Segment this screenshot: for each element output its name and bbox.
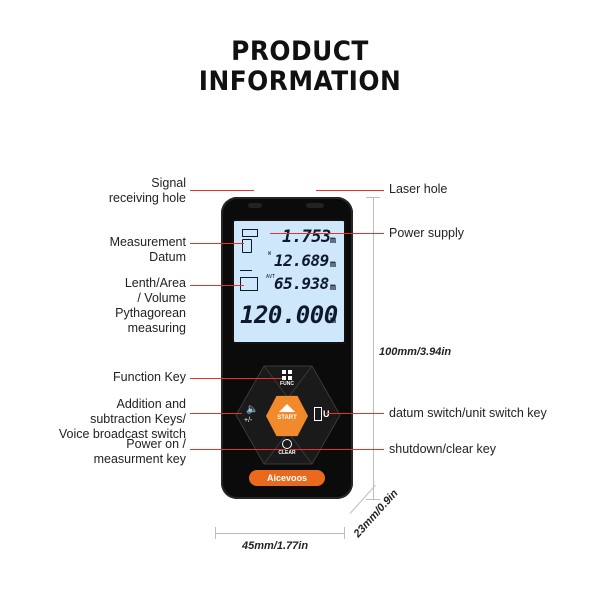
display-row-1-value: 1.753 bbox=[282, 227, 331, 247]
start-key-label: START bbox=[277, 415, 297, 421]
height-guide-line bbox=[373, 197, 374, 499]
display-row-1-unit: m bbox=[330, 235, 337, 246]
unit-switch-icon: U bbox=[323, 409, 330, 419]
title-line-1: PRODUCT bbox=[231, 36, 369, 67]
power-icon bbox=[282, 439, 292, 449]
height-guide-tick-bottom bbox=[366, 499, 380, 500]
label-power-on: Power on /measurment key bbox=[93, 437, 186, 466]
leader-line-power-supply bbox=[270, 233, 384, 234]
plus-minus-label: +/- bbox=[244, 417, 253, 424]
addition-subtraction-key[interactable]: 🔈 +/- bbox=[240, 404, 262, 428]
leader-line-shutdown bbox=[290, 449, 384, 450]
leader-line-signal bbox=[190, 190, 254, 191]
func-key-label: FUNC bbox=[280, 381, 294, 387]
height-guide-tick-top bbox=[366, 197, 380, 198]
title-line-2: INFORMATION bbox=[198, 66, 402, 97]
width-guide-tick-right bbox=[344, 527, 345, 539]
datum-unit-switch-key[interactable]: U bbox=[312, 404, 332, 426]
display-row-4-value: 120.000 bbox=[240, 301, 338, 329]
leader-line-power-on bbox=[190, 449, 286, 450]
grid-icon bbox=[282, 370, 292, 380]
leader-line-area bbox=[190, 285, 244, 286]
lcd-display: 1.753 m W 12.689 m AVT 65.938 m 120.000 … bbox=[232, 219, 346, 344]
leader-line-datum-switch bbox=[326, 413, 384, 414]
leader-line-addition bbox=[190, 413, 242, 414]
display-row-4-unit: m bbox=[330, 315, 337, 326]
speaker-icon: 🔈 bbox=[246, 404, 259, 415]
label-laser-hole: Laser hole bbox=[389, 182, 448, 196]
label-datum-switch: datum switch/unit switch key bbox=[389, 406, 547, 420]
width-guide-tick-left bbox=[215, 527, 216, 539]
triangle-up-icon bbox=[279, 404, 295, 412]
volume-box-icon bbox=[240, 277, 258, 291]
display-row-2-value: 12.689 bbox=[274, 251, 329, 270]
brand-badge: Aicevoos bbox=[249, 470, 325, 486]
func-key[interactable]: FUNC bbox=[274, 368, 300, 390]
laser-hole bbox=[306, 203, 324, 208]
display-row-3-unit: m bbox=[330, 282, 337, 293]
dimension-width: 45mm/1.77in bbox=[242, 540, 309, 552]
leader-line-laser bbox=[316, 190, 384, 191]
battery-icon bbox=[242, 229, 258, 237]
display-row-2-unit: m bbox=[330, 259, 337, 270]
signal-receiving-hole bbox=[248, 203, 262, 208]
display-sub-a: W bbox=[268, 251, 272, 257]
leader-line-datum bbox=[190, 243, 244, 244]
label-function-key: Function Key bbox=[113, 370, 186, 384]
label-shutdown: shutdown/clear key bbox=[389, 442, 497, 456]
power-clear-key[interactable]: CLEAR bbox=[274, 438, 300, 460]
datum-switch-icon bbox=[314, 407, 322, 421]
display-sub-b: AVT bbox=[266, 274, 276, 280]
width-guide-line bbox=[215, 533, 345, 534]
dimension-depth: 23mm/0.9in bbox=[351, 487, 401, 541]
datum-indicator-icon bbox=[242, 239, 252, 253]
label-power-supply: Power supply bbox=[389, 226, 465, 240]
display-row-3-value: 65.938 bbox=[274, 274, 329, 293]
dimension-height: 100mm/3.94in bbox=[379, 346, 452, 358]
length-icon bbox=[240, 270, 252, 271]
clear-key-label: CLEAR bbox=[278, 450, 296, 456]
leader-line-function bbox=[190, 378, 282, 379]
